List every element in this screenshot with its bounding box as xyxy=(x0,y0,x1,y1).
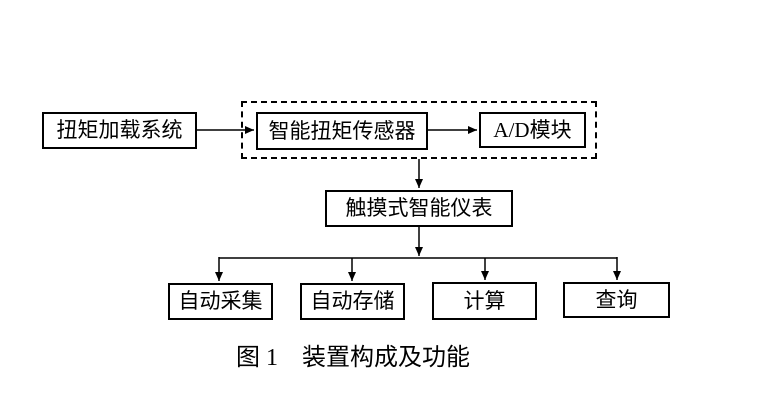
figure-caption: 图 1 装置构成及功能 xyxy=(236,337,470,372)
node-auto-store: 自动存储 xyxy=(300,283,405,320)
node-query: 查询 xyxy=(563,282,670,318)
node-ad-module: A/D模块 xyxy=(479,112,586,148)
node-compute: 计算 xyxy=(432,282,537,320)
node-touch-smart-instrument: 触摸式智能仪表 xyxy=(325,190,513,227)
node-auto-collect: 自动采集 xyxy=(168,283,273,320)
figure-caption-title: 装置构成及功能 xyxy=(302,345,470,371)
node-smart-torque-sensor: 智能扭矩传感器 xyxy=(256,112,428,150)
figure-caption-label: 图 1 xyxy=(236,345,278,371)
node-torque-loading-system: 扭矩加载系统 xyxy=(42,112,197,149)
